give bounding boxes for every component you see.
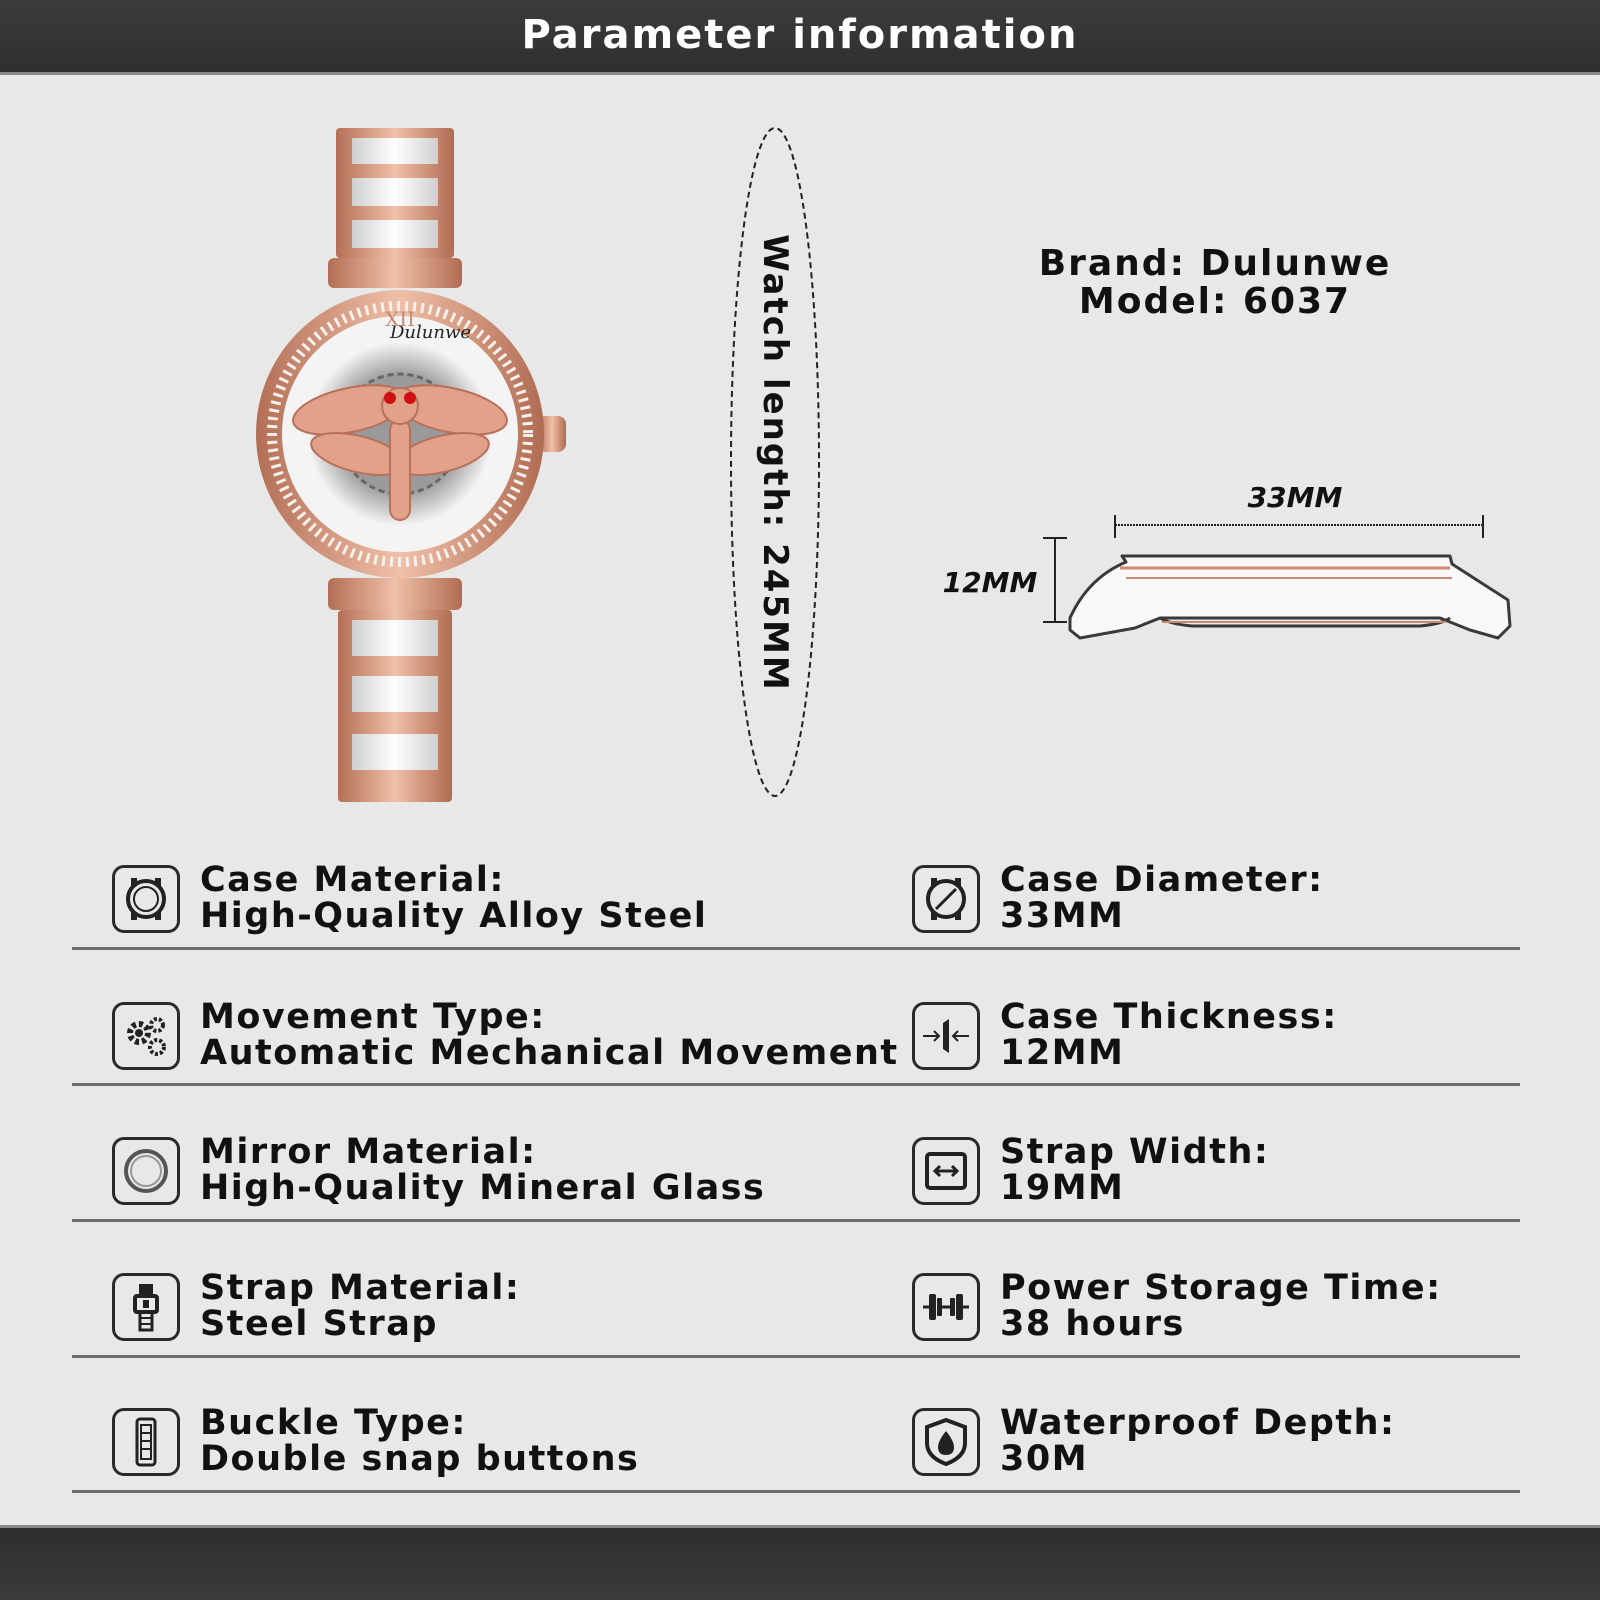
upper-bracelet [328,128,462,288]
spec-value: Steel Strap [200,1304,438,1344]
brand-line: Brand: Dulunwe [1038,243,1392,284]
row-divider [72,1083,1520,1086]
spec-label: Case Diameter: [1000,860,1324,900]
lower-bracelet [328,578,462,802]
page-title: Parameter information [521,12,1079,58]
watch-image: Dulunwe XII [256,128,566,802]
watch-side-view: 33MM 12MM [943,481,1512,640]
spec-label: Movement Type: [200,997,546,1037]
row-divider [72,947,1520,950]
spec-label: Strap Width: [1000,1132,1270,1172]
spec-value: 30M [1000,1439,1089,1479]
spec-label: Buckle Type: [200,1403,467,1443]
spec-label: Strap Material: [200,1268,521,1308]
spec-value: 38 hours [1000,1304,1185,1344]
spec-value: Automatic Mechanical Movement [200,1033,899,1073]
svg-text:Dulunwe: Dulunwe [389,322,471,343]
spec-value: 12MM [1000,1033,1125,1073]
svg-text:XII: XII [385,307,415,331]
watch-length-ellipse [730,127,820,797]
row-divider [72,1490,1520,1493]
spec-label: Power Storage Time: [1000,1268,1442,1308]
case-diameter-icon [912,865,980,933]
case-icon [112,865,180,933]
strap-width-icon [912,1137,980,1205]
strap-icon [112,1273,180,1341]
spec-label: Mirror Material: [200,1132,537,1172]
spec-value: High-Quality Alloy Steel [200,896,708,936]
diameter-label: 33MM [1248,481,1343,514]
buckle-icon [112,1408,180,1476]
spec-label: Waterproof Depth: [1000,1403,1396,1443]
spec-value: 33MM [1000,896,1125,936]
waterproof-shield-icon [912,1408,980,1476]
footer-bar [0,1525,1600,1600]
mirror-icon [112,1137,180,1205]
watch-length-label: Watch length: 245MM [755,234,795,692]
spec-value: 19MM [1000,1168,1125,1208]
spec-label: Case Material: [200,860,505,900]
thickness-icon [912,1002,980,1070]
brand-model-block: Brand: Dulunwe Model: 6037 [1000,245,1430,321]
power-storage-icon [912,1273,980,1341]
model-line: Model: 6037 [1078,281,1352,322]
header-bar: Parameter information [0,0,1600,75]
row-divider [72,1355,1520,1358]
spec-label: Case Thickness: [1000,997,1338,1037]
gears-icon [112,1002,180,1070]
spec-value: High-Quality Mineral Glass [200,1168,766,1208]
thickness-label: 12MM [943,566,1038,599]
spec-value: Double snap buttons [200,1439,640,1479]
row-divider [72,1219,1520,1222]
